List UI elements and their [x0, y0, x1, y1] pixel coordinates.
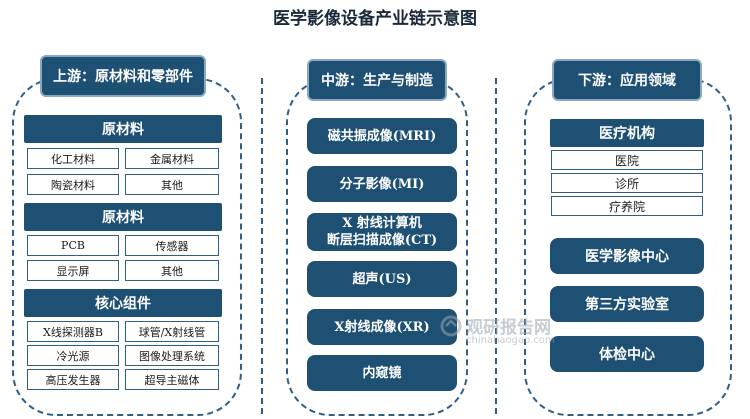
- watermark-logo-icon: [440, 315, 462, 337]
- downstream-header: 下游：应用领域: [552, 59, 702, 101]
- midstream-item: X射线成像(XR): [307, 309, 457, 345]
- midstream-item-ct: X 射线计算机 断层扫描成像(CT): [307, 213, 457, 251]
- watermark-en: chinabaogao.com: [466, 335, 555, 346]
- midstream-item: 磁共振成像(MRI): [307, 118, 457, 154]
- upstream-group-1-item: 金属材料: [125, 148, 219, 169]
- page-title: 医学影像设备产业链示意图: [273, 9, 477, 29]
- upstream-header: 上游：原材料和零部件: [40, 55, 206, 97]
- upstream-group-2-item: 其他: [125, 260, 219, 281]
- midstream-item: 超声(US): [307, 261, 457, 297]
- midstream-item: 内窥镜: [307, 355, 457, 391]
- watermark: 观研报告网 chinabaogao.com: [440, 313, 590, 353]
- upstream-group-3-item: X线探测器B: [27, 321, 119, 342]
- medical-institution-item: 疗养院: [551, 196, 703, 216]
- downstream-item: 医学影像中心: [550, 238, 704, 274]
- upstream-group-3-item: 超导主磁体: [125, 369, 219, 390]
- watermark-cn: 观研报告网: [466, 318, 551, 338]
- upstream-group-1-item: 其他: [125, 174, 219, 195]
- upstream-group-3-item: 高压发生器: [27, 369, 119, 390]
- upstream-group-1-title: 原材料: [24, 115, 222, 143]
- upstream-group-2-item: PCB: [27, 235, 119, 256]
- medical-institutions-title: 医疗机构: [550, 119, 704, 147]
- downstream-item: 体检中心: [550, 336, 704, 372]
- upstream-group-3-item: 图像处理系统: [125, 345, 219, 366]
- medical-institution-item: 诊所: [551, 173, 703, 193]
- separator-left: [261, 78, 263, 414]
- midstream-item: 分子影像(MI): [307, 166, 457, 202]
- upstream-group-2-item: 传感器: [125, 235, 219, 256]
- upstream-group-3-item: 冷光源: [27, 345, 119, 366]
- upstream-group-2-item: 显示屏: [27, 260, 119, 281]
- upstream-group-1-item: 陶瓷材料: [27, 174, 119, 195]
- downstream-item: 第三方实验室: [550, 286, 704, 322]
- midstream-item-ct-line2: 断层扫描成像(CT): [326, 233, 438, 248]
- upstream-group-3-item: 球管/X射线管: [125, 321, 219, 342]
- upstream-group-2-title: 原材料: [24, 203, 222, 231]
- medical-institution-item: 医院: [551, 150, 703, 170]
- upstream-group-1-item: 化工材料: [27, 148, 119, 169]
- upstream-group-3-title: 核心组件: [24, 289, 222, 317]
- separator-right: [495, 78, 497, 414]
- midstream-item-ct-line1: X 射线计算机: [342, 216, 422, 231]
- midstream-header: 中游：生产与制造: [307, 59, 447, 101]
